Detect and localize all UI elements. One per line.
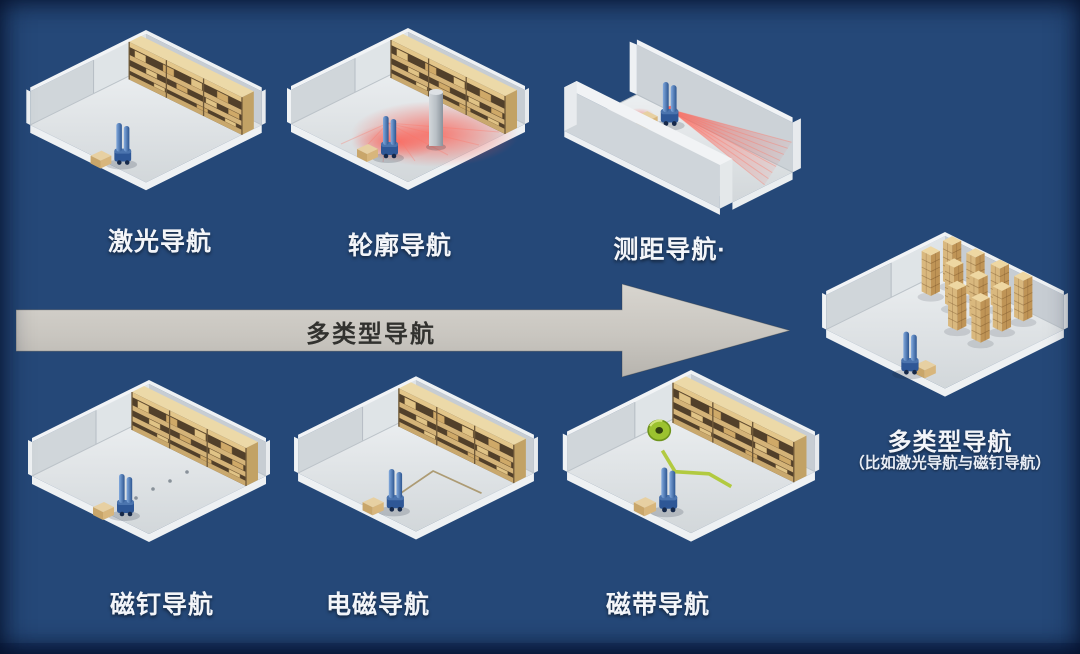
warehouse-illustration-multi-type	[818, 232, 1072, 420]
scene-magnet-nail-nav	[24, 380, 274, 565]
label-laser-nav: 激光导航	[107, 228, 212, 256]
label-magnetic-tape-nav: 磁带导航	[605, 591, 710, 619]
warehouse-illustration-electromagnetic	[290, 376, 542, 563]
label-ranging-nav: 测距导航·	[613, 236, 727, 264]
warehouse-illustration-laser	[22, 30, 270, 213]
arrow-shape	[16, 284, 790, 377]
result-title: 多类型导航	[887, 429, 1013, 456]
scene-laser-nav	[22, 30, 270, 213]
label-contour-nav: 轮廓导航	[347, 232, 452, 260]
scene-multi-type-nav	[818, 232, 1072, 420]
bottom-border-strip	[0, 643, 1080, 654]
scene-ranging-nav	[563, 26, 825, 218]
label-electromagnetic-nav: 电磁导航	[325, 591, 430, 619]
multi-type-arrow: 多类型导航	[16, 284, 790, 377]
scene-magnetic-tape-nav	[558, 370, 824, 566]
warehouse-illustration-magnetic-tape	[558, 370, 824, 566]
warehouse-illustration-ranging	[563, 26, 825, 218]
scene-contour-nav	[283, 28, 533, 213]
result-subtitle: （比如激光导航与磁钉导航）	[849, 455, 1051, 472]
scene-electromagnetic-nav	[290, 376, 542, 563]
warehouse-illustration-contour	[283, 28, 533, 213]
arrow-label: 多类型导航	[306, 321, 436, 348]
warehouse-illustration-magnet-nail	[24, 380, 274, 565]
label-magnet-nail-nav: 磁钉导航	[109, 591, 214, 619]
